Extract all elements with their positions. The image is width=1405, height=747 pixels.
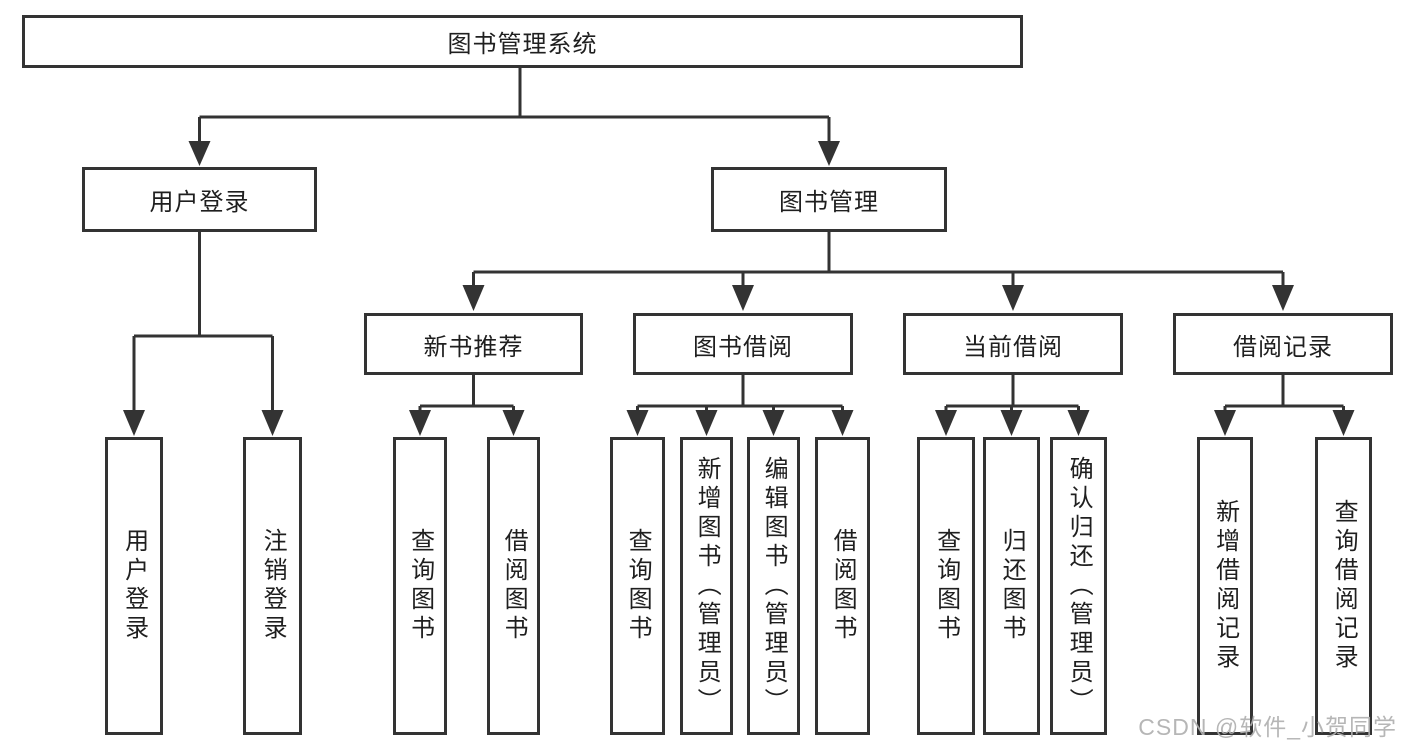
node-new-book-recommend: 新书推荐 bbox=[364, 313, 583, 375]
node-book-management: 图书管理 bbox=[711, 167, 947, 232]
leaf-return-books-label: 归还图书 bbox=[998, 528, 1026, 644]
leaf-edit-books-admin-label: 编辑图书（管理员） bbox=[760, 455, 788, 717]
leaf-edit-books-admin: 编辑图书（管理员） bbox=[747, 437, 800, 735]
node-user-login-label: 用户登录 bbox=[149, 189, 250, 216]
leaf-borrow-books-recommend-label: 借阅图书 bbox=[500, 528, 528, 644]
node-library-system-label: 图书管理系统 bbox=[447, 31, 598, 58]
node-current-borrow-label: 当前借阅 bbox=[963, 333, 1063, 361]
node-current-borrow: 当前借阅 bbox=[903, 313, 1123, 375]
leaf-logout: 注销登录 bbox=[243, 437, 302, 735]
leaf-borrow-books: 借阅图书 bbox=[815, 437, 870, 735]
leaf-user-login-label: 用户登录 bbox=[120, 528, 148, 644]
leaf-add-borrow-record: 新增借阅记录 bbox=[1197, 437, 1253, 735]
leaf-query-books-current: 查询图书 bbox=[917, 437, 975, 735]
watermark: CSDN @软件_小贺同学 bbox=[1138, 714, 1397, 740]
leaf-confirm-return-admin: 确认归还（管理员） bbox=[1050, 437, 1107, 735]
leaf-query-books-recommend-label: 查询图书 bbox=[406, 528, 434, 644]
node-library-system: 图书管理系统 bbox=[22, 15, 1023, 68]
leaf-query-books-recommend: 查询图书 bbox=[393, 437, 447, 735]
leaf-add-books-admin: 新增图书（管理员） bbox=[680, 437, 733, 735]
node-user-login: 用户登录 bbox=[82, 167, 317, 232]
leaf-query-borrow-record-label: 查询借阅记录 bbox=[1330, 499, 1358, 673]
node-book-borrow-label: 图书借阅 bbox=[693, 333, 793, 361]
leaf-query-borrow-record: 查询借阅记录 bbox=[1315, 437, 1372, 735]
leaf-confirm-return-admin-label: 确认归还（管理员） bbox=[1065, 455, 1093, 717]
leaf-query-books-borrow-label: 查询图书 bbox=[624, 528, 652, 644]
leaf-query-books-borrow: 查询图书 bbox=[610, 437, 665, 735]
node-borrow-records: 借阅记录 bbox=[1173, 313, 1393, 375]
node-book-borrow: 图书借阅 bbox=[633, 313, 853, 375]
leaf-add-borrow-record-label: 新增借阅记录 bbox=[1211, 499, 1239, 673]
leaf-return-books: 归还图书 bbox=[983, 437, 1040, 735]
leaf-query-books-current-label: 查询图书 bbox=[932, 528, 960, 644]
leaf-user-login: 用户登录 bbox=[105, 437, 163, 735]
leaf-borrow-books-label: 借阅图书 bbox=[829, 528, 857, 644]
node-book-management-label: 图书管理 bbox=[779, 189, 879, 216]
leaf-borrow-books-recommend: 借阅图书 bbox=[487, 437, 540, 735]
leaf-add-books-admin-label: 新增图书（管理员） bbox=[693, 455, 721, 717]
leaf-logout-label: 注销登录 bbox=[259, 528, 287, 644]
node-borrow-records-label: 借阅记录 bbox=[1233, 333, 1333, 361]
node-new-book-recommend-label: 新书推荐 bbox=[423, 333, 524, 361]
